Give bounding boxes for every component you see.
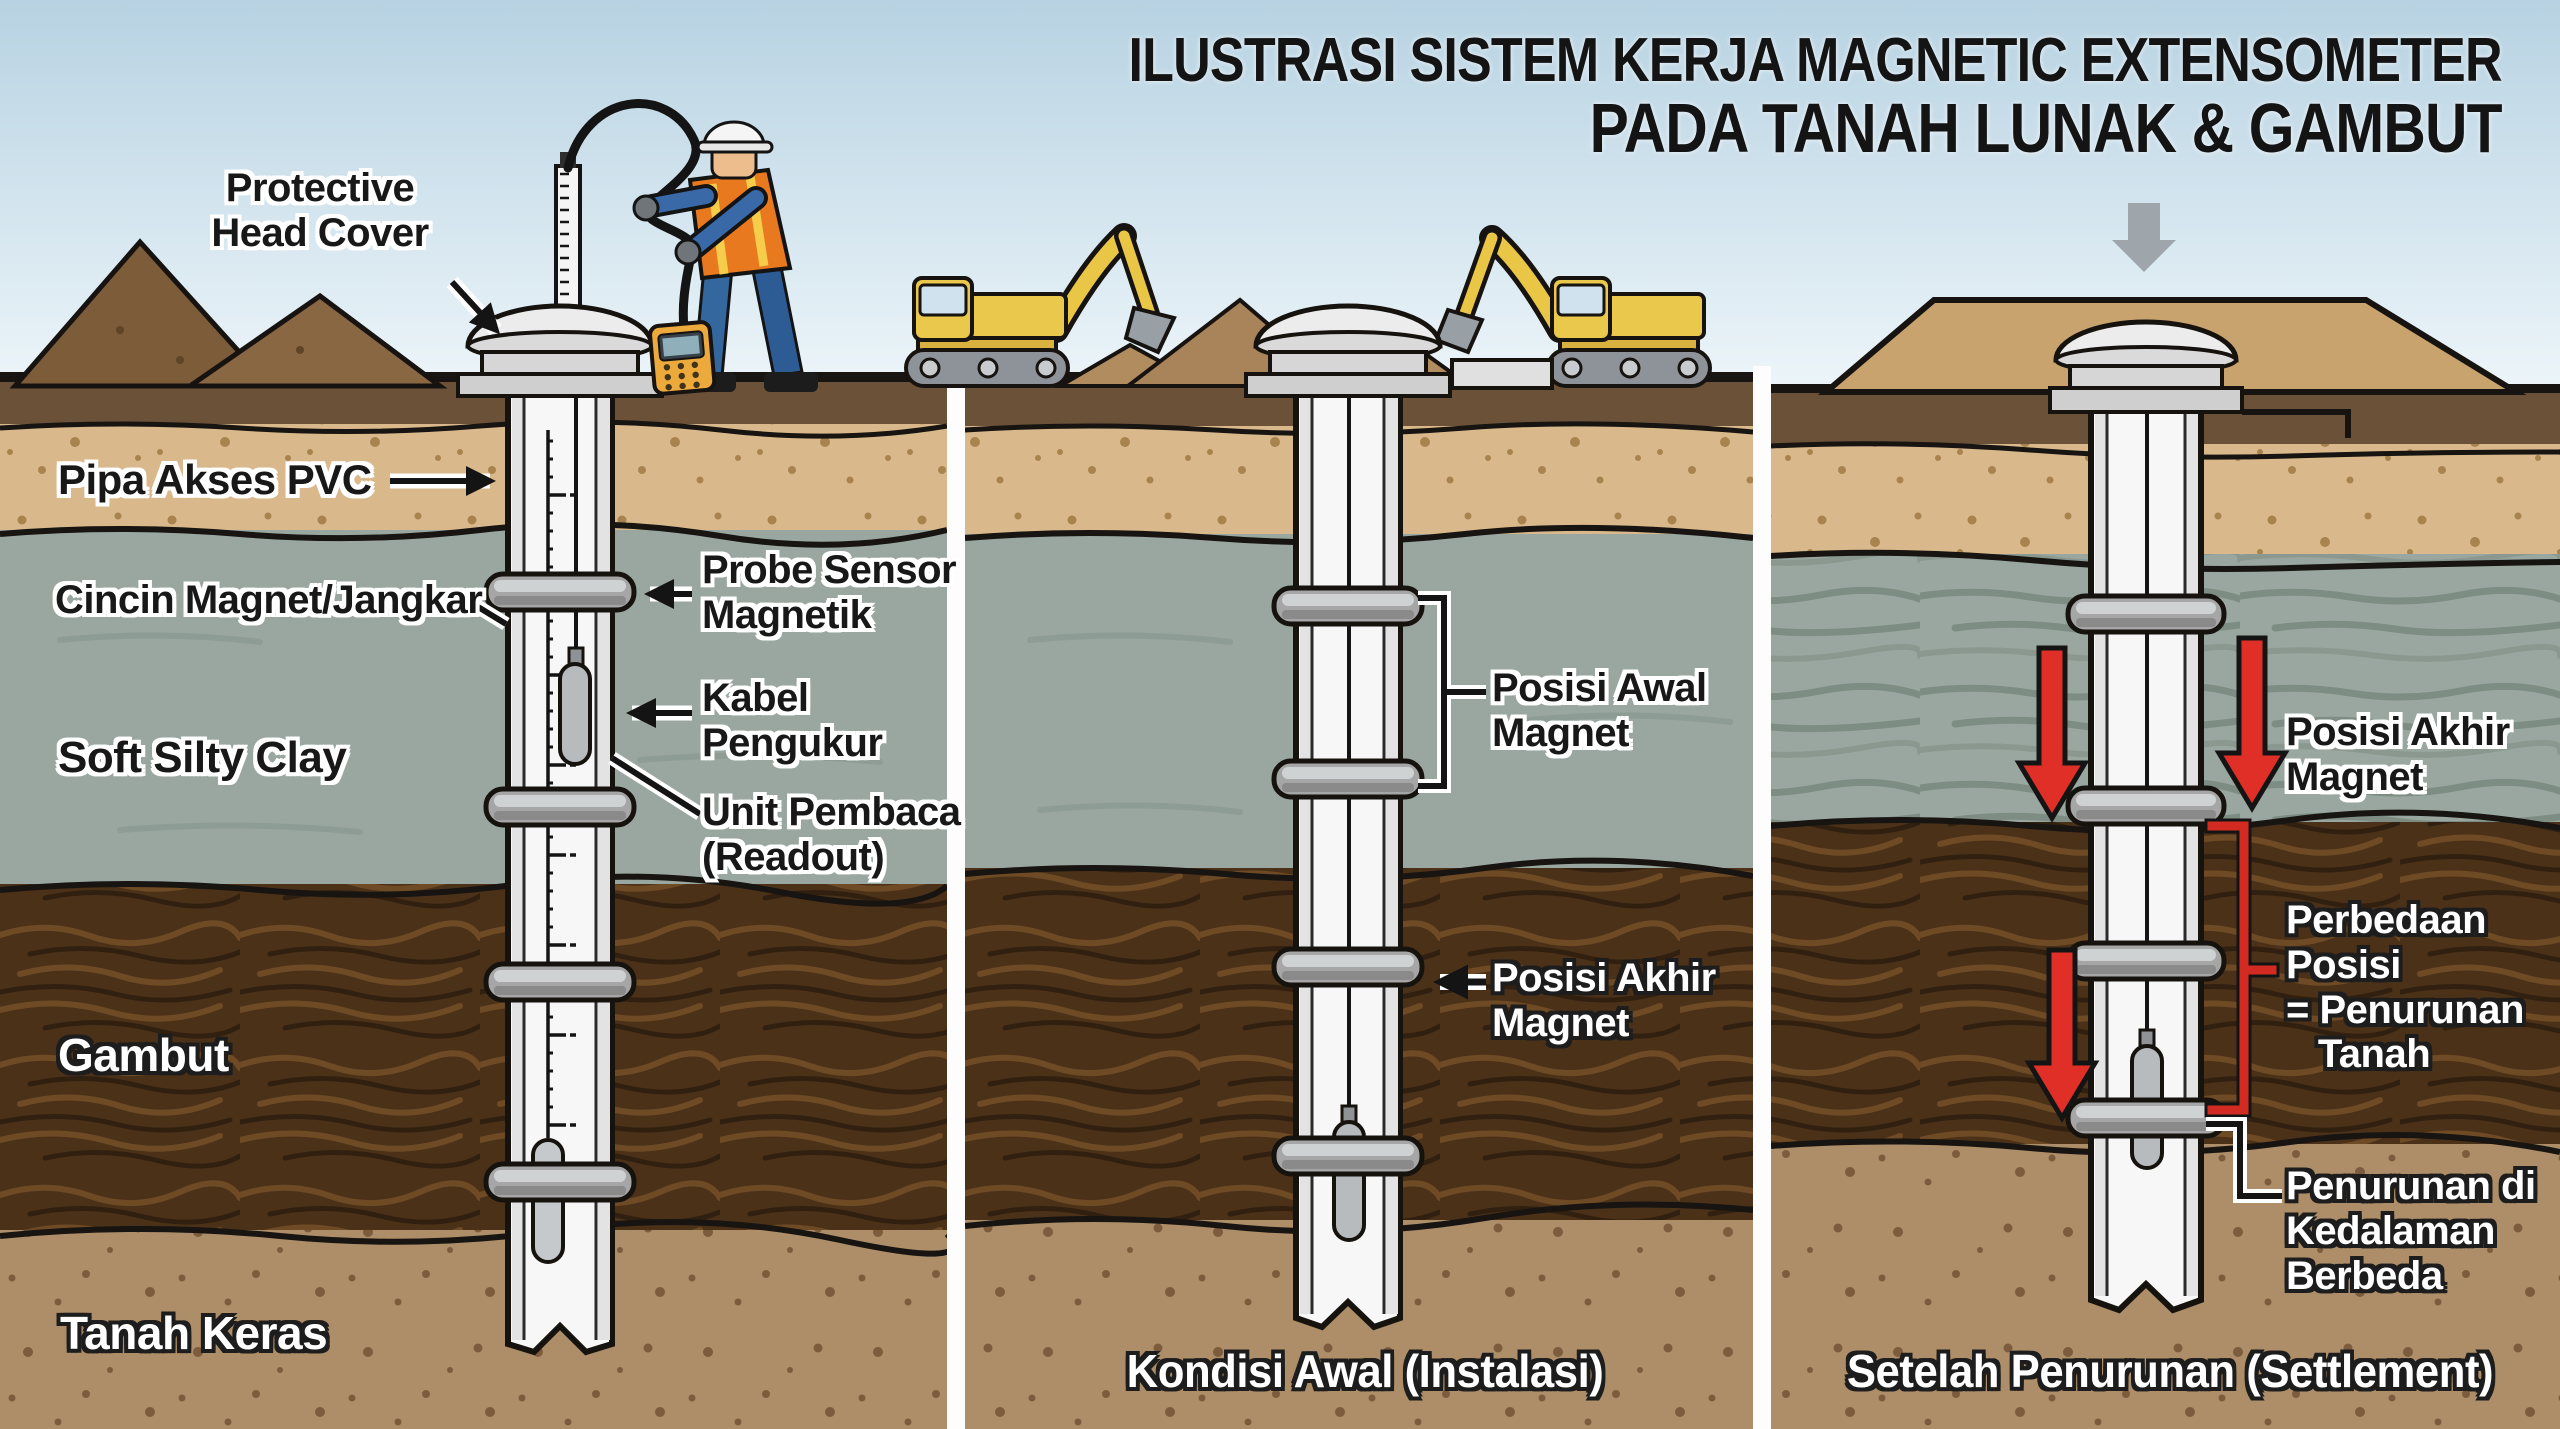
magnet-rings bbox=[483, 571, 2227, 1203]
magnet-ring bbox=[483, 786, 637, 828]
magnet-ring bbox=[483, 1161, 637, 1203]
magnet-ring bbox=[2065, 940, 2227, 982]
magnet-ring bbox=[2065, 1097, 2227, 1139]
field-technician bbox=[563, 99, 818, 392]
protective-head-cover-panel2 bbox=[1244, 303, 1554, 398]
excavator-left bbox=[904, 223, 1177, 388]
initial-position-bracket bbox=[1418, 591, 1486, 793]
label-penurunan-kedalaman: Penurunan di Kedalaman Berbeda bbox=[2286, 1164, 2536, 1298]
concrete-pad bbox=[1450, 358, 1554, 390]
label-gambut: Gambut bbox=[58, 1029, 229, 1081]
readout-leader bbox=[610, 755, 702, 817]
access-pipe-panel3 bbox=[2088, 405, 2204, 1314]
access-pipe-panel2 bbox=[1293, 389, 1403, 1331]
access-pipe-panel1 bbox=[505, 387, 615, 1356]
load-arrow-icon bbox=[2112, 203, 2176, 272]
embankment-step bbox=[2242, 409, 2351, 438]
label-leaders bbox=[390, 276, 1486, 1000]
soil-layers-panel1 bbox=[0, 372, 957, 1429]
magnet-ring-leader bbox=[468, 599, 508, 627]
label-kabel-pengukur: Kabel Pengukur bbox=[702, 676, 883, 765]
difference-bracket bbox=[2204, 818, 2280, 1118]
panel-divider-2 bbox=[1753, 366, 1771, 1429]
magnet-ring bbox=[1271, 1135, 1425, 1177]
magnet-ring bbox=[1271, 946, 1425, 988]
settlement-arrow-icon bbox=[2014, 645, 2090, 823]
magnet-ring bbox=[483, 961, 637, 1003]
protective-head-cover-panel1 bbox=[456, 152, 664, 398]
hard-hat bbox=[702, 120, 766, 148]
settlement-arrow-icon bbox=[2024, 947, 2100, 1123]
label-posisi-awal-magnet: Posisi Awal Magnet bbox=[1492, 666, 1707, 755]
label-posisi-akhir-magnet-p2: Posisi Akhir Magnet bbox=[1492, 956, 1716, 1045]
diagram-title: ILUSTRASI SISTEM KERJA MAGNETIC EXTENSOM… bbox=[1128, 26, 2503, 167]
magnetic-probe bbox=[558, 662, 592, 766]
readout-unit-device bbox=[648, 320, 717, 396]
magnet-ring bbox=[2065, 785, 2227, 827]
caption-setelah-penurunan: Setelah Penurunan (Settlement) bbox=[1846, 1345, 2494, 1397]
head-cover-arrow bbox=[449, 279, 501, 335]
title-line-1: ILUSTRASI SISTEM KERJA MAGNETIC EXTENSOM… bbox=[1128, 26, 2503, 95]
panel-divider-1 bbox=[947, 366, 965, 1429]
label-probe-sensor: Probe Sensor Magnetik bbox=[702, 548, 957, 637]
label-perbedaan-posisi: Perbedaan Posisi = Penurunan Tanah bbox=[2286, 898, 2524, 1077]
label-cincin-magnet: Cincin Magnet/Jangkar bbox=[55, 578, 483, 622]
ground-surface-line bbox=[0, 372, 1753, 382]
settlement-arrows bbox=[2014, 635, 2290, 1123]
caption-kondisi-awal: Kondisi Awal (Instalasi) bbox=[1126, 1345, 1604, 1397]
label-protective-head-cover: Protective Head Cover bbox=[211, 166, 429, 255]
depth-leader-line bbox=[2206, 1117, 2282, 1203]
glove bbox=[674, 238, 702, 266]
settlement-arrow-icon bbox=[2214, 635, 2290, 813]
magnet-ring bbox=[2065, 593, 2227, 635]
magnet-ring bbox=[1271, 585, 1425, 627]
soil-mounds-left bbox=[9, 238, 448, 389]
excavator-right bbox=[1433, 225, 1712, 388]
glove bbox=[632, 194, 660, 222]
label-posisi-akhir-magnet-p3: Posisi Akhir Magnet bbox=[2286, 710, 2510, 799]
ruler-major-ticks bbox=[549, 432, 576, 1136]
label-pipa-akses-pvc: Pipa Akses PVC bbox=[58, 456, 372, 503]
title-line-2: PADA TANAH LUNAK & GAMBUT bbox=[1589, 89, 2503, 167]
label-tanah-keras: Tanah Keras bbox=[60, 1307, 328, 1359]
label-unit-pembaca: Unit Pembaca (Readout) bbox=[702, 790, 961, 879]
label-soft-silty-clay: Soft Silty Clay bbox=[58, 733, 347, 782]
magnet-ring bbox=[1271, 758, 1425, 800]
magnet-ring bbox=[483, 571, 637, 613]
protective-head-cover-panel3 bbox=[2048, 319, 2244, 414]
